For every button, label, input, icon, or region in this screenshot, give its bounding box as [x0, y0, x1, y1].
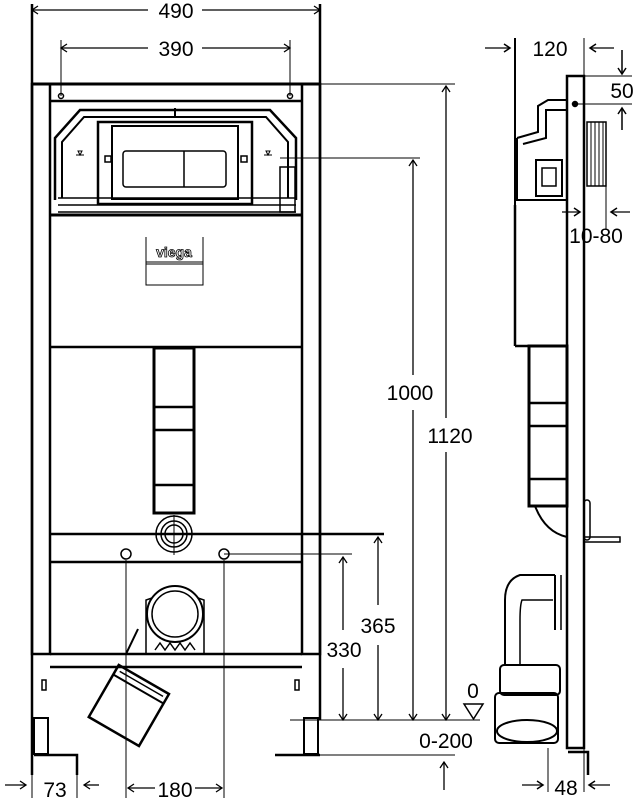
lower-rails	[50, 532, 384, 669]
dim-foot-width: 73	[43, 779, 66, 800]
waste-connector	[87, 585, 205, 748]
dim-fixing-hole-spacing: 390	[158, 38, 193, 61]
frame-feet	[33, 679, 320, 775]
side-view	[485, 38, 632, 792]
flush-plate	[53, 108, 298, 213]
dim-top-offset: 50	[610, 80, 633, 103]
dim-depth: 120	[532, 38, 567, 61]
dim-wall-thickness-range: 10-80	[569, 225, 623, 248]
flush-pipe	[152, 346, 196, 555]
dim-flush-plate-height: 1000	[387, 382, 434, 405]
brand-logo: viega	[156, 244, 192, 260]
dim-overall-width: 490	[158, 0, 193, 23]
dim-wc-bolt-spacing: 180	[157, 779, 192, 800]
brand-plate	[145, 237, 204, 286]
dim-floor-level: 0	[467, 680, 479, 703]
dimension-lines	[5, 5, 485, 798]
front-view-frame	[30, 4, 322, 775]
dim-frame-height: 1120	[427, 425, 472, 448]
dim-wc-bolt-height: 330	[326, 639, 361, 662]
dim-frame-depth: 48	[554, 777, 577, 800]
dim-waste-pipe-height: 365	[360, 615, 395, 638]
dim-leg-adjustment: 0-200	[419, 730, 473, 753]
